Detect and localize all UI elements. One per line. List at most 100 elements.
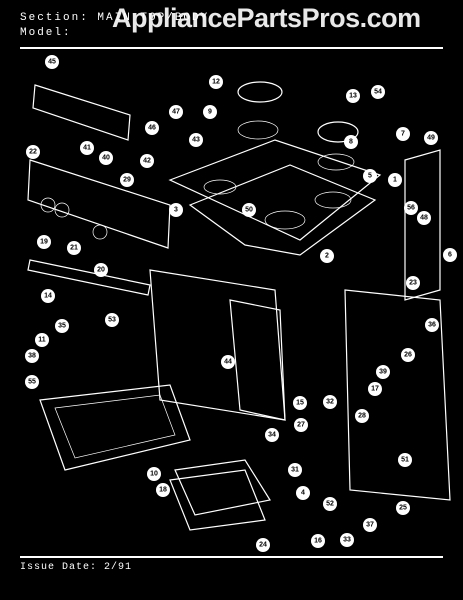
- callout-label: 16: [314, 538, 322, 545]
- header-rule: [20, 47, 443, 49]
- callout-label: 45: [48, 59, 56, 66]
- callout-label: 14: [44, 293, 52, 300]
- callout-label: 18: [159, 487, 167, 494]
- callout-29: 29: [120, 173, 134, 187]
- callout-24: 24: [256, 538, 270, 552]
- callout-label: 26: [404, 352, 412, 359]
- callout-1: 1: [388, 173, 402, 187]
- callout-label: 51: [401, 457, 409, 464]
- callout-label: 35: [58, 323, 66, 330]
- callout-label: 21: [70, 245, 78, 252]
- callout-label: 49: [427, 135, 435, 142]
- callout-label: 3: [174, 207, 178, 214]
- callout-label: 5: [368, 173, 372, 180]
- callout-label: 13: [349, 93, 357, 100]
- callout-label: 54: [374, 89, 382, 96]
- callout-35: 35: [55, 319, 69, 333]
- callout-40: 40: [99, 151, 113, 165]
- callout-9: 9: [203, 105, 217, 119]
- callout-label: 48: [420, 215, 428, 222]
- callout-4: 4: [296, 486, 310, 500]
- callout-33: 33: [340, 533, 354, 547]
- callout-label: 46: [148, 125, 156, 132]
- burner-opening: [314, 191, 352, 209]
- callout-label: 15: [296, 400, 304, 407]
- oven-liner: [149, 269, 286, 421]
- side-panel: [404, 149, 441, 301]
- callout-25: 25: [396, 501, 410, 515]
- callout-label: 11: [38, 337, 46, 344]
- callout-label: 23: [409, 280, 417, 287]
- callout-19: 19: [37, 235, 51, 249]
- callout-label: 27: [297, 422, 305, 429]
- oven-door-frame: [229, 299, 286, 421]
- callout-label: 1: [393, 177, 397, 184]
- callout-23: 23: [406, 276, 420, 290]
- callout-34: 34: [265, 428, 279, 442]
- callout-54: 54: [371, 85, 385, 99]
- callout-41: 41: [80, 141, 94, 155]
- callout-18: 18: [156, 483, 170, 497]
- callout-28: 28: [355, 409, 369, 423]
- callout-37: 37: [363, 518, 377, 532]
- callout-10: 10: [147, 467, 161, 481]
- callout-50: 50: [242, 203, 256, 217]
- burner-opening: [203, 179, 237, 195]
- broiler-pan-base: [169, 469, 266, 531]
- callout-label: 38: [28, 353, 36, 360]
- callout-2: 2: [320, 249, 334, 263]
- drip-pan: [317, 153, 355, 171]
- callout-label: 33: [343, 537, 351, 544]
- callout-label: 4: [301, 490, 305, 497]
- callout-52: 52: [323, 497, 337, 511]
- callout-42: 42: [140, 154, 154, 168]
- callout-20: 20: [94, 263, 108, 277]
- callout-51: 51: [398, 453, 412, 467]
- callout-36: 36: [425, 318, 439, 332]
- callout-8: 8: [344, 135, 358, 149]
- callout-31: 31: [288, 463, 302, 477]
- callout-label: 8: [349, 139, 353, 146]
- callout-label: 2: [325, 253, 329, 260]
- storage-drawer-rail: [27, 259, 151, 296]
- callout-label: 34: [268, 432, 276, 439]
- watermark: AppliancePartsPros.com: [112, 3, 421, 33]
- section-label: Section: MAIN TOP/BODY: [20, 12, 210, 24]
- callout-38: 38: [25, 349, 39, 363]
- callout-16: 16: [311, 534, 325, 548]
- callout-label: 24: [259, 542, 267, 549]
- callout-label: 39: [379, 369, 387, 376]
- callout-label: 36: [428, 322, 436, 329]
- callout-label: 42: [143, 158, 151, 165]
- callout-label: 52: [326, 501, 334, 508]
- callout-56: 56: [404, 201, 418, 215]
- callout-14: 14: [41, 289, 55, 303]
- issue-date: Issue Date: 2/91: [20, 562, 133, 573]
- callout-label: 17: [371, 386, 379, 393]
- model-label: Model:: [20, 27, 72, 39]
- callout-7: 7: [396, 127, 410, 141]
- callout-49: 49: [424, 131, 438, 145]
- callout-label: 56: [407, 205, 415, 212]
- callout-32: 32: [323, 395, 337, 409]
- burner-element: [317, 121, 359, 143]
- callout-6: 6: [443, 248, 457, 262]
- cabinet-side: [344, 289, 451, 501]
- callout-label: 41: [83, 145, 91, 152]
- callout-label: 12: [212, 79, 220, 86]
- callout-label: 10: [150, 471, 158, 478]
- callout-13: 13: [346, 89, 360, 103]
- cooktop-main: [188, 164, 377, 256]
- callout-label: 25: [399, 505, 407, 512]
- knob: [54, 202, 70, 218]
- callout-55: 55: [25, 375, 39, 389]
- knob: [92, 224, 108, 240]
- callout-3: 3: [169, 203, 183, 217]
- callout-label: 19: [40, 239, 48, 246]
- callout-label: 37: [366, 522, 374, 529]
- oven-rack: [39, 384, 191, 471]
- callout-label: 7: [401, 131, 405, 138]
- oven-rack-inner: [54, 394, 176, 459]
- callout-22: 22: [26, 145, 40, 159]
- burner-opening: [264, 210, 306, 230]
